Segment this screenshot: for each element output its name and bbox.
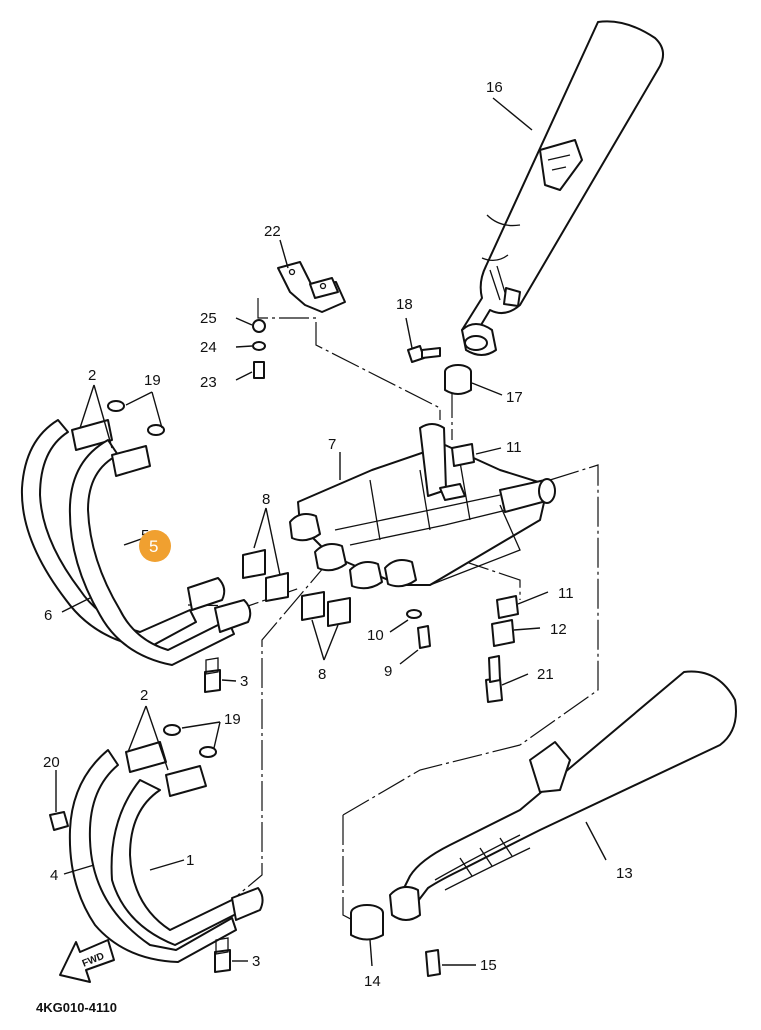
- callout-23[interactable]: 23: [200, 374, 217, 391]
- callout-2b[interactable]: 2: [140, 687, 148, 704]
- callout-25[interactable]: 25: [200, 310, 217, 327]
- exhaust-chamber-part-7[interactable]: [289, 423, 556, 590]
- lower-muffler-part-13[interactable]: [389, 670, 737, 921]
- nut-part-11b[interactable]: [496, 595, 519, 619]
- nut-part-25[interactable]: [252, 319, 266, 333]
- callout-15[interactable]: 15: [480, 957, 497, 974]
- callout-19b[interactable]: 19: [224, 711, 241, 728]
- nut-part-20[interactable]: [49, 811, 69, 831]
- highlighted-part-badge[interactable]: 5: [139, 530, 171, 562]
- gasket-part-19b[interactable]: [163, 724, 217, 758]
- leader-lines: [55, 97, 607, 967]
- callout-7[interactable]: 7: [328, 436, 336, 453]
- callout-24[interactable]: 24: [200, 339, 217, 356]
- callout-13[interactable]: 13: [616, 865, 633, 882]
- bracket-part-22[interactable]: [277, 261, 346, 313]
- nut-part-11a[interactable]: [451, 443, 475, 467]
- bolt-part-15[interactable]: [425, 949, 441, 977]
- callout-11a[interactable]: 11: [506, 439, 522, 456]
- callout-18[interactable]: 18: [396, 296, 413, 313]
- callout-17[interactable]: 17: [506, 389, 523, 406]
- gaskets-part-8a[interactable]: [242, 549, 289, 602]
- collar-part-12[interactable]: [491, 619, 515, 647]
- callout-6[interactable]: 6: [44, 607, 52, 624]
- callout-2a[interactable]: 2: [88, 367, 96, 384]
- callout-8b[interactable]: 8: [318, 666, 326, 683]
- callout-14[interactable]: 14: [364, 973, 381, 990]
- callout-9[interactable]: 9: [384, 663, 392, 680]
- lower-exhaust-pipe-part-4[interactable]: [68, 749, 237, 963]
- callout-3b[interactable]: 3: [252, 953, 260, 970]
- bolt-part-23[interactable]: [253, 361, 265, 379]
- callout-3a[interactable]: 3: [240, 673, 248, 690]
- lower-exhaust-pipe-part-1[interactable]: [110, 741, 264, 946]
- bolt-part-3b[interactable]: [214, 937, 231, 973]
- forward-arrow: FWD: [59, 939, 115, 983]
- bolt-part-18[interactable]: [407, 345, 441, 363]
- upper-exhaust-pipe-part-5[interactable]: [68, 439, 252, 666]
- callout-10[interactable]: 10: [367, 627, 384, 644]
- diagram-code: 4KG010-4110: [36, 1000, 117, 1015]
- highlighted-part-number: 5: [149, 537, 158, 556]
- callout-19a[interactable]: 19: [144, 372, 161, 389]
- gaskets-part-8b[interactable]: [301, 591, 351, 627]
- callout-16[interactable]: 16: [486, 79, 503, 96]
- gasket-part-14[interactable]: [350, 904, 384, 941]
- callout-11b[interactable]: 11: [558, 585, 574, 602]
- upper-muffler-part-16[interactable]: [461, 20, 665, 356]
- bolt-part-3a[interactable]: [204, 657, 221, 693]
- washer-part-24[interactable]: [252, 341, 266, 351]
- gasket-part-19a[interactable]: [107, 400, 165, 436]
- bolt-part-21[interactable]: [485, 655, 503, 703]
- bolt-part-9[interactable]: [417, 625, 431, 649]
- callout-8a[interactable]: 8: [262, 491, 270, 508]
- callout-22[interactable]: 22: [264, 223, 281, 240]
- chamber-inlet-clamps: [289, 513, 417, 590]
- callout-1[interactable]: 1: [186, 852, 194, 869]
- callout-12[interactable]: 12: [550, 621, 567, 638]
- callout-21[interactable]: 21: [537, 666, 554, 683]
- gasket-part-17[interactable]: [444, 364, 472, 395]
- washer-part-10[interactable]: [406, 609, 422, 619]
- callout-20[interactable]: 20: [43, 754, 60, 771]
- callout-4[interactable]: 4: [50, 867, 58, 884]
